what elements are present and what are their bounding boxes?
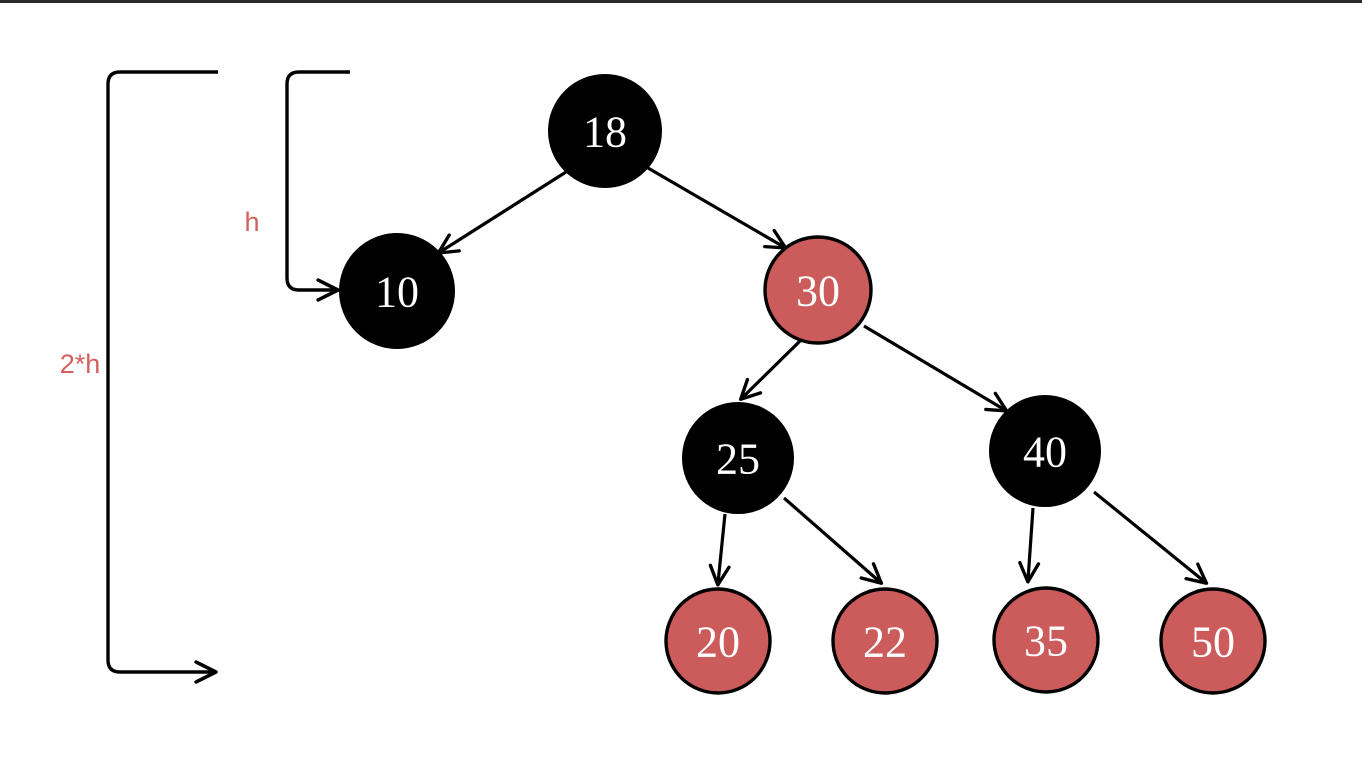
node-circle-10[interactable]	[339, 233, 455, 349]
tree-edge-n18-to-n10	[436, 170, 567, 255]
node-circle-25[interactable]	[682, 402, 794, 514]
bracket-2h	[106, 70, 218, 684]
node-circle-40[interactable]	[989, 395, 1101, 507]
tree-node-40[interactable]: 40	[989, 395, 1101, 507]
node-circle-22[interactable]	[831, 587, 939, 695]
height-brackets	[106, 70, 350, 684]
tree-edges	[436, 166, 1209, 587]
bracket-h-label: h	[244, 207, 259, 237]
tree-node-25[interactable]: 25	[682, 402, 794, 514]
node-circle-30[interactable]	[763, 235, 873, 345]
node-circle-50[interactable]	[1159, 587, 1267, 695]
tree-edge-n30-to-n25	[738, 339, 802, 401]
node-circle-35[interactable]	[992, 586, 1100, 694]
tree-node-22[interactable]: 22	[831, 587, 939, 695]
tree-edge-n25-to-n20	[708, 513, 731, 587]
node-circle-20[interactable]	[664, 587, 772, 695]
tree-nodes: 18 10 30 25 40 20 22 35 50	[339, 74, 1267, 695]
tree-node-30[interactable]: 30	[763, 235, 873, 345]
tree-edge-n18-to-n30	[647, 166, 788, 250]
tree-edge-n30-to-n40	[863, 324, 1009, 413]
tree-node-18[interactable]: 18	[548, 74, 662, 188]
bracket-labels: 2*h h	[60, 207, 260, 379]
tree-edge-n40-to-n50	[1092, 490, 1209, 585]
tree-node-20[interactable]: 20	[664, 587, 772, 695]
tree-edge-n25-to-n22	[782, 496, 884, 585]
tree-node-35[interactable]: 35	[992, 586, 1100, 694]
tree-node-10[interactable]: 10	[339, 233, 455, 349]
bracket-h	[285, 70, 350, 302]
tree-node-50[interactable]: 50	[1159, 587, 1267, 695]
node-circle-18[interactable]	[548, 74, 662, 188]
bracket-2h-label: 2*h	[60, 349, 101, 379]
tree-edge-n40-to-n35	[1018, 507, 1041, 584]
top-rule	[0, 0, 1362, 3]
